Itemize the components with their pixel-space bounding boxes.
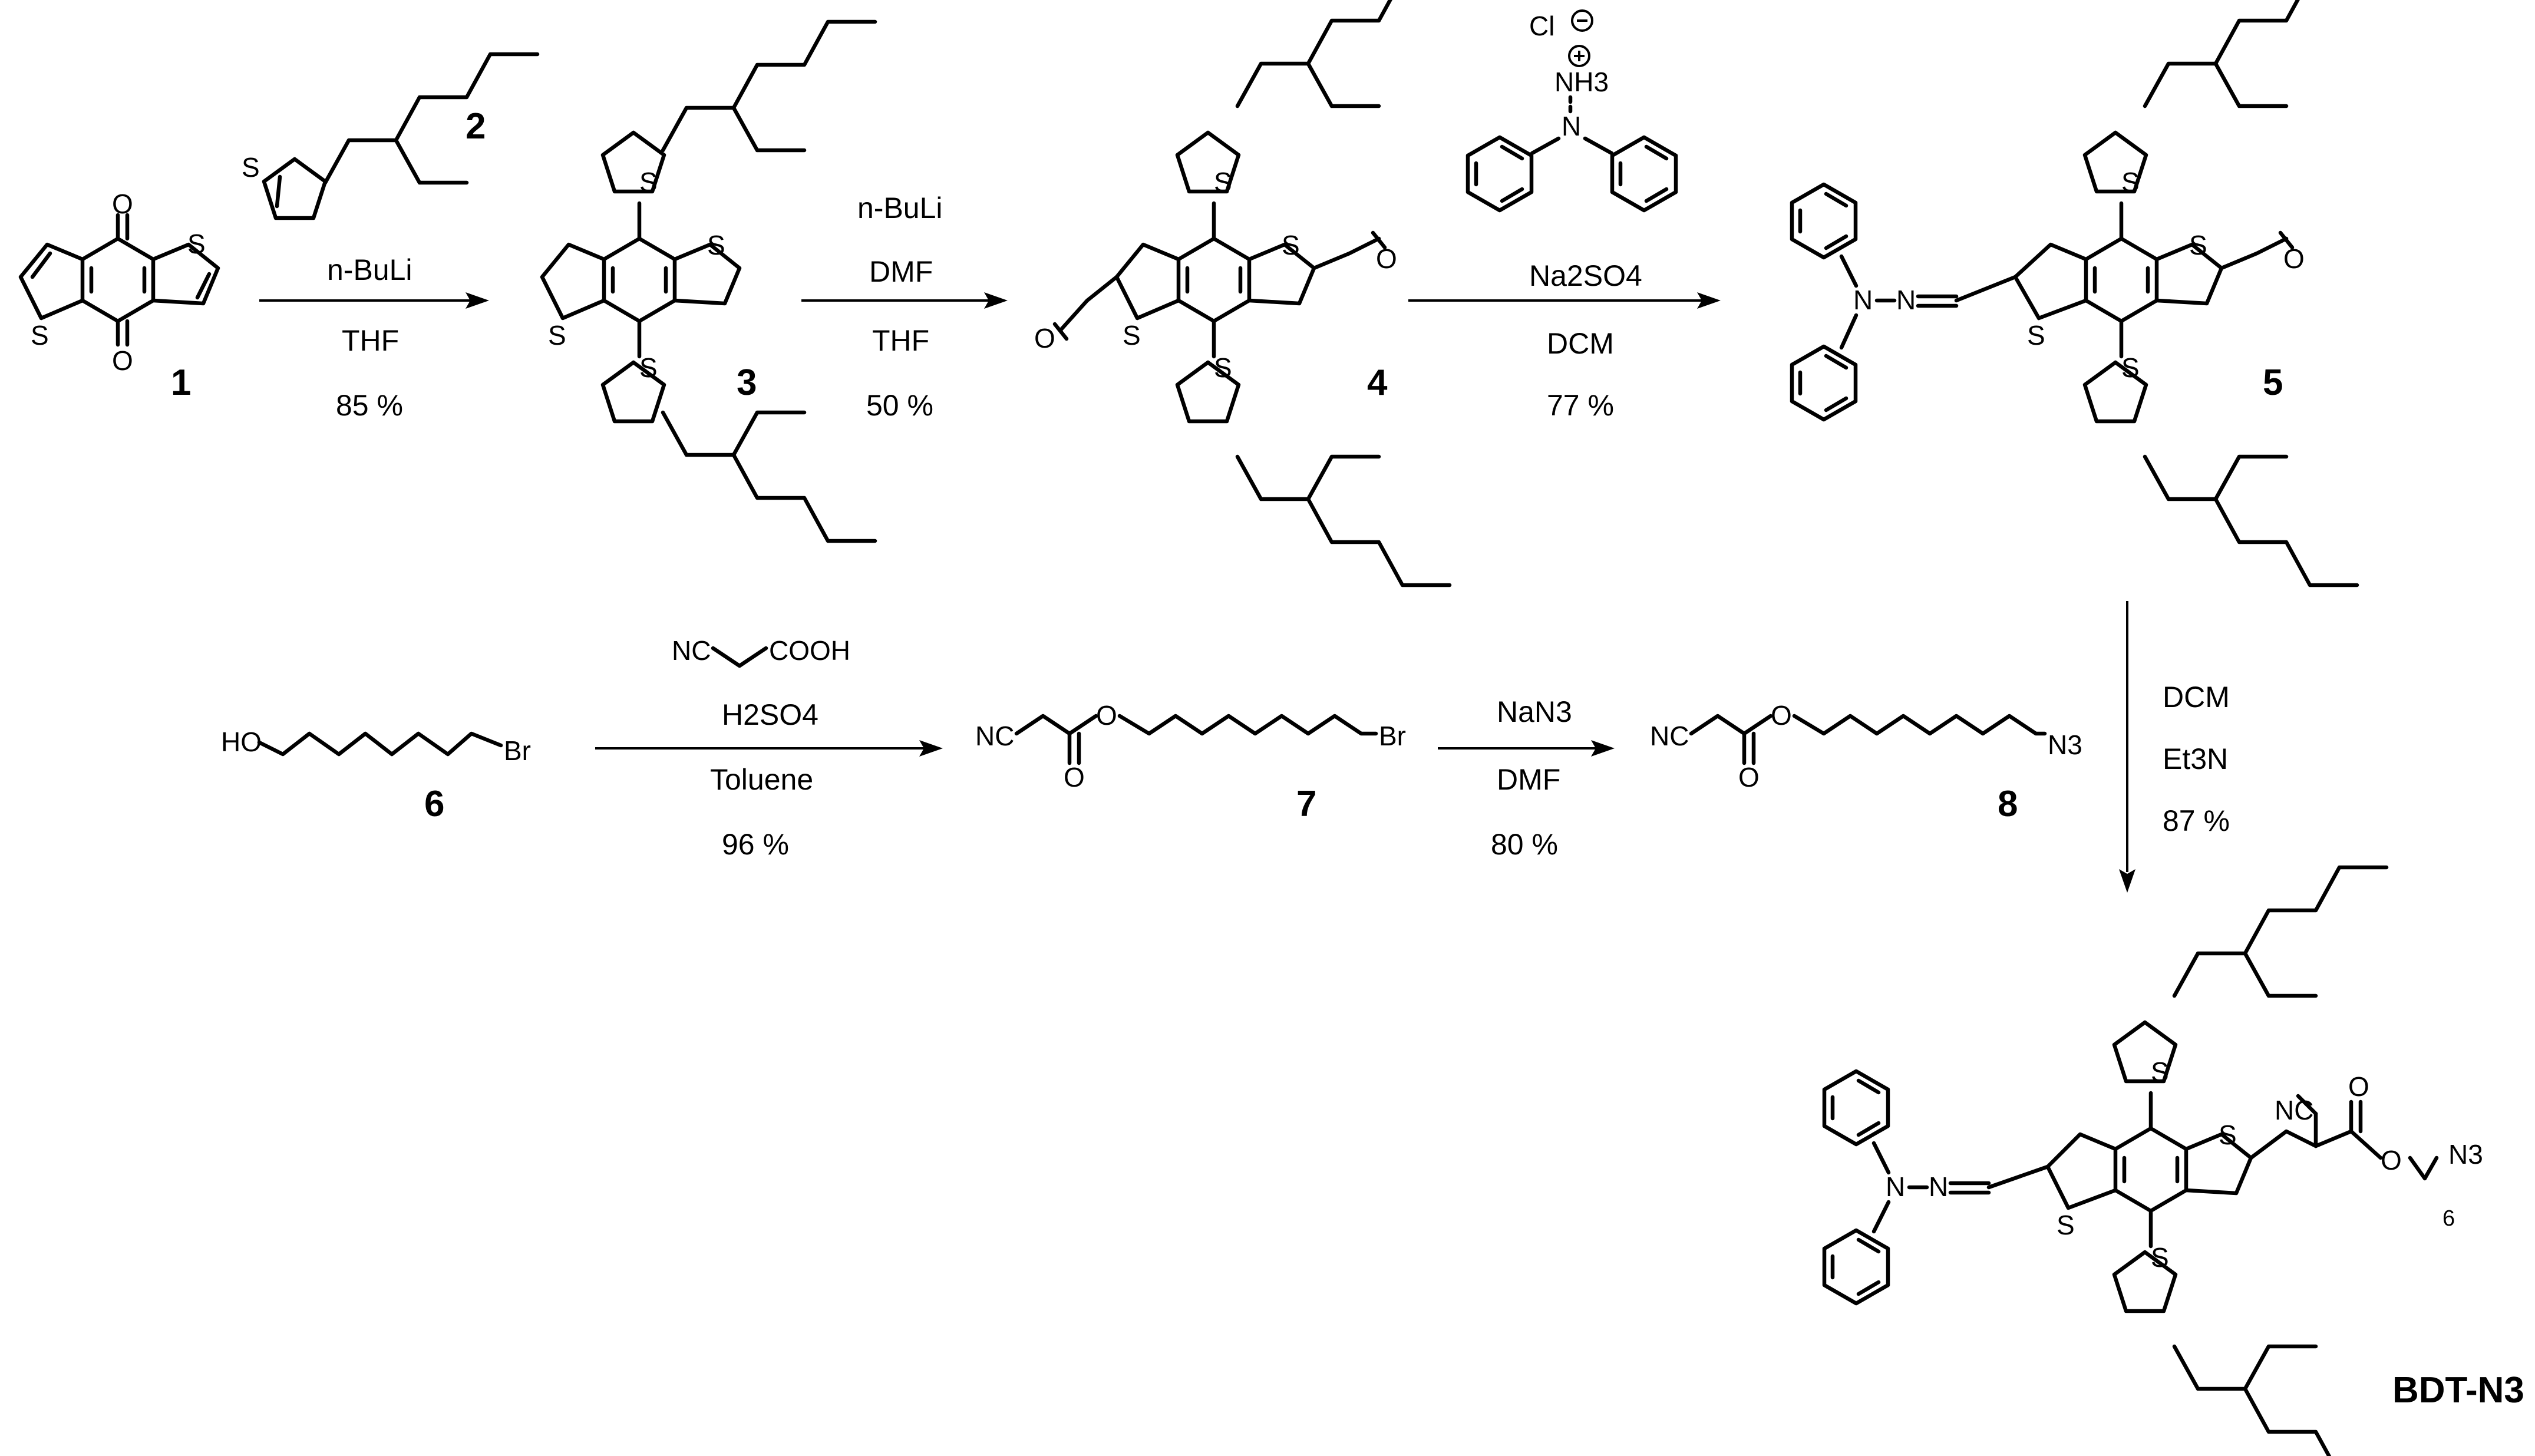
atom-S: S bbox=[187, 229, 206, 259]
atom-O: O bbox=[2283, 243, 2305, 274]
step3-yield: 77 % bbox=[1547, 389, 1614, 422]
compound-label-BDT-N3: BDT-N3 bbox=[2392, 1370, 2524, 1411]
atom-S: S bbox=[2121, 352, 2140, 383]
atom-Br: Br bbox=[504, 735, 531, 766]
repeat-count: 6 bbox=[2442, 1206, 2455, 1231]
atom-N: N bbox=[1853, 285, 1873, 315]
step4-solvent: Toluene bbox=[710, 763, 813, 796]
atom-NC: NC bbox=[2275, 1095, 2313, 1125]
compound-3-structure: S S S S bbox=[540, 22, 875, 541]
step6-solvent: DCM bbox=[2163, 681, 2230, 714]
atom-N3: N3 bbox=[2048, 729, 2082, 760]
atom-HO: HO bbox=[221, 727, 262, 757]
step5-yield: 80 % bbox=[1491, 828, 1558, 861]
atom-S: S bbox=[1123, 320, 1141, 351]
atom-O: O bbox=[112, 345, 133, 376]
atom-S: S bbox=[31, 320, 49, 351]
atom-NC: NC bbox=[1650, 721, 1689, 751]
atom-O: O bbox=[1376, 243, 1397, 274]
step6-base: Et3N bbox=[2163, 742, 2228, 775]
atom-N: N bbox=[1896, 285, 1916, 315]
step6-yield: 87 % bbox=[2163, 804, 2230, 837]
atom-Cl: Cl bbox=[1529, 11, 1554, 41]
atom-O: O bbox=[1034, 323, 1055, 354]
atom-S: S bbox=[1282, 230, 1300, 260]
atom-S: S bbox=[2057, 1210, 2075, 1240]
reagent-cyanoacetic-COOH: COOH bbox=[769, 635, 850, 666]
step3-solvent: DCM bbox=[1547, 327, 1614, 360]
atom-S: S bbox=[2151, 1056, 2169, 1087]
atom-S: S bbox=[242, 152, 260, 183]
atom-S: S bbox=[2151, 1242, 2169, 1273]
atom-NH3: NH3 bbox=[1554, 67, 1609, 97]
atom-O: O bbox=[1738, 762, 1760, 793]
atom-O: O bbox=[112, 189, 133, 219]
compound-5-structure: N N S S S S O bbox=[1792, 0, 2357, 585]
atom-NC: NC bbox=[975, 721, 1014, 751]
compound-8-structure: NC O O N3 bbox=[1650, 700, 2082, 793]
step1-reagent: n-BuLi bbox=[327, 253, 412, 286]
atom-S: S bbox=[639, 167, 658, 197]
compound-label-1: 1 bbox=[171, 362, 191, 403]
atom-N3: N3 bbox=[2448, 1139, 2483, 1170]
atom-N: N bbox=[1562, 111, 1581, 141]
compound-label-4: 4 bbox=[1367, 362, 1388, 403]
compound-2-structure: S bbox=[242, 54, 537, 218]
compound-7-structure: NC O O Br bbox=[975, 700, 1406, 793]
step5-reagent: NaN3 bbox=[1497, 695, 1572, 728]
atom-N: N bbox=[1886, 1171, 1905, 1202]
compound-1-structure: O O S S bbox=[18, 189, 220, 376]
atom-O: O bbox=[1064, 762, 1085, 793]
atom-Br: Br bbox=[1379, 721, 1406, 751]
compound-label-2: 2 bbox=[466, 106, 486, 147]
atom-S: S bbox=[2027, 320, 2045, 351]
atom-S: S bbox=[1214, 352, 1232, 383]
compound-label-6: 6 bbox=[424, 784, 444, 824]
step5-solvent: DMF bbox=[1497, 763, 1560, 796]
diphenylhydrazinium-chloride-reagent: Cl NH3 N bbox=[1468, 9, 1676, 210]
step4-reagent2: H2SO4 bbox=[722, 698, 818, 731]
compound-BDT-N3-structure: N N S S S S NC O O N3 6 bbox=[1824, 867, 2483, 1456]
compound-label-5: 5 bbox=[2263, 362, 2283, 403]
step1-yield: 85 % bbox=[336, 389, 403, 422]
step4-yield: 96 % bbox=[722, 828, 789, 861]
step2-yield: 50 % bbox=[866, 389, 933, 422]
step2-reagent2: DMF bbox=[869, 255, 933, 288]
atom-N: N bbox=[1929, 1171, 1948, 1202]
reagent-cyanoacetic-NC: NC bbox=[672, 635, 711, 666]
atom-S: S bbox=[639, 352, 658, 383]
step3-reagent: Na2SO4 bbox=[1529, 259, 1642, 292]
atom-S: S bbox=[707, 230, 725, 260]
compound-label-7: 7 bbox=[1296, 784, 1316, 824]
step1-solvent: THF bbox=[342, 324, 399, 357]
atom-O: O bbox=[1771, 700, 1792, 731]
compound-6-structure: HO Br bbox=[221, 727, 531, 766]
step2-solvent: THF bbox=[872, 324, 929, 357]
step2-reagent: n-BuLi bbox=[857, 192, 943, 224]
atom-O: O bbox=[2348, 1071, 2369, 1102]
atom-O: O bbox=[1096, 700, 1117, 731]
atom-S: S bbox=[1214, 167, 1232, 197]
compound-label-3: 3 bbox=[737, 362, 757, 403]
atom-S: S bbox=[548, 320, 566, 351]
atom-S: S bbox=[2189, 230, 2207, 260]
compound-label-8: 8 bbox=[1998, 784, 2018, 824]
atom-O: O bbox=[2381, 1145, 2402, 1176]
compound-4-structure: S S S S O O bbox=[1034, 0, 1450, 585]
atom-S: S bbox=[2121, 167, 2140, 197]
atom-S: S bbox=[2219, 1120, 2237, 1150]
